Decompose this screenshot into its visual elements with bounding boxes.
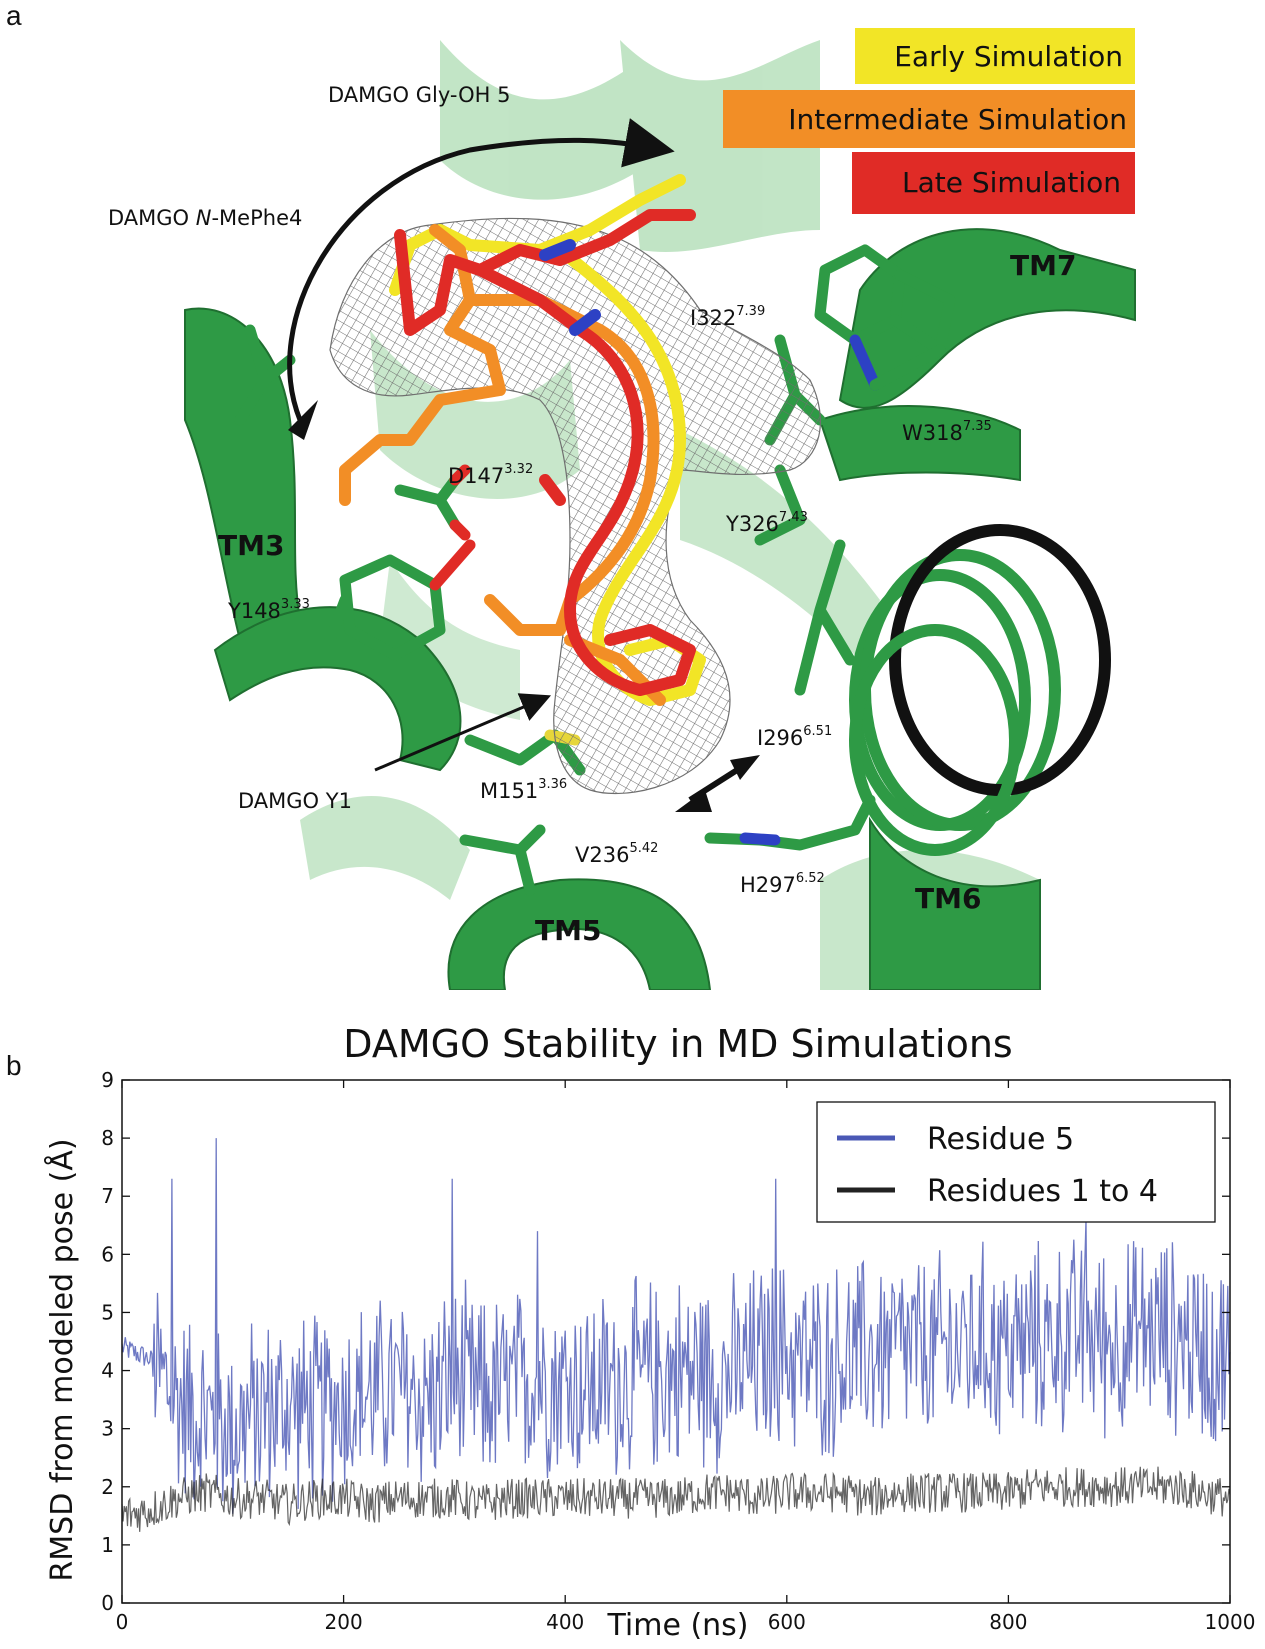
tm5-helix: [447, 878, 712, 990]
molecular-structure-figure: Early Simulation Intermediate Simulation…: [108, 28, 1136, 990]
label-w318: W3187.35: [902, 419, 992, 445]
y-tick-label: 8: [101, 1126, 114, 1150]
x-axis-label: Time (ns): [606, 1608, 748, 1643]
swing-arrow-tail-head: [288, 400, 318, 440]
label-y326: Y3267.43: [725, 510, 808, 536]
ligand-late: [394, 209, 696, 696]
label-i296: I2966.51: [757, 724, 832, 750]
swing-arrow: [287, 118, 675, 421]
legend-label: Residues 1 to 4: [927, 1174, 1158, 1209]
residue-sticks: [234, 244, 956, 896]
x-tick-label: 600: [768, 1610, 806, 1634]
legend-early-label: Early Simulation: [894, 40, 1123, 73]
legend-box: [816, 1101, 1216, 1223]
chart-legend: Residue 5 Residues 1 to 4: [816, 1101, 1216, 1223]
axes: 0 200 400 600 800 1000 0 1 2 3 4 5 6 7 8 9: [101, 1068, 1255, 1634]
y1-pointer-arrow: [374, 693, 552, 772]
annotation-arrows: [287, 118, 760, 812]
legend-intermediate-box: [723, 90, 1135, 148]
label-v236: V2365.42: [575, 841, 658, 867]
panel-a-letter: a: [6, 0, 22, 31]
legend-late-box: [852, 152, 1135, 214]
plot-frame: [121, 1079, 1231, 1604]
label-y148: Y1483.33: [227, 597, 310, 623]
y-tick-label: 3: [101, 1417, 114, 1441]
x-tick-label: 1000: [1205, 1610, 1256, 1634]
legend-intermediate-label: Intermediate Simulation: [788, 103, 1127, 136]
y-tick-label: 4: [101, 1359, 114, 1383]
structure-labels: DAMGO Gly-OH 5 DAMGO N-MePhe4 DAMGO Y1 T…: [108, 83, 1076, 947]
y-tick-label: 1: [101, 1533, 114, 1557]
plot-area: [121, 1138, 1231, 1532]
label-damgo-y1: DAMGO Y1: [238, 789, 352, 813]
y-tick-label: 5: [101, 1300, 114, 1324]
legend-label: Residue 5: [927, 1122, 1074, 1157]
y-tick-label: 9: [101, 1068, 114, 1092]
tm6-helix: [849, 524, 1111, 856]
panel-b-letter: b: [6, 1050, 22, 1081]
x-tick-label: 800: [989, 1610, 1027, 1634]
label-h297: H2976.52: [740, 871, 825, 897]
gap-arrow-head-a: [675, 790, 712, 812]
y-tick-label: 0: [101, 1591, 114, 1615]
label-tm6: TM6: [915, 882, 981, 915]
label-tm3: TM3: [218, 529, 284, 562]
x-tick-label: 0: [116, 1610, 129, 1634]
series-residues-1-to-4-line: [121, 1466, 1231, 1532]
y-tick-label: 2: [101, 1475, 114, 1499]
label-i322: I3227.39: [690, 304, 765, 330]
label-tm7: TM7: [1010, 249, 1076, 282]
x-tick-label: 200: [325, 1610, 363, 1634]
series-residue-5-line: [121, 1138, 1231, 1514]
x-tick-label: 400: [546, 1610, 584, 1634]
tm7-lower: [818, 405, 1021, 482]
tm3-helix: [184, 307, 302, 642]
label-m151: M1513.36: [480, 777, 567, 803]
chart-title: DAMGO Stability in MD Simulations: [343, 1022, 1012, 1066]
simulation-legend: Early Simulation Intermediate Simulation…: [723, 28, 1135, 214]
gap-arrow-head-b: [730, 755, 760, 780]
label-tm5: TM5: [535, 914, 601, 947]
label-mephe4: DAMGO N-MePhe4: [108, 206, 302, 230]
background-helices: [300, 40, 1040, 990]
label-d147: D1473.32: [448, 462, 533, 488]
label-gly-oh5: DAMGO Gly-OH 5: [328, 83, 510, 107]
y-tick-label: 6: [101, 1242, 114, 1266]
legend-late-label: Late Simulation: [902, 166, 1121, 199]
legend-early-box: [855, 28, 1135, 84]
y-tick-label: 7: [101, 1184, 114, 1208]
y-axis-label: RMSD from modeled pose (Å): [44, 1138, 80, 1581]
damgo-ligand: [339, 174, 706, 706]
